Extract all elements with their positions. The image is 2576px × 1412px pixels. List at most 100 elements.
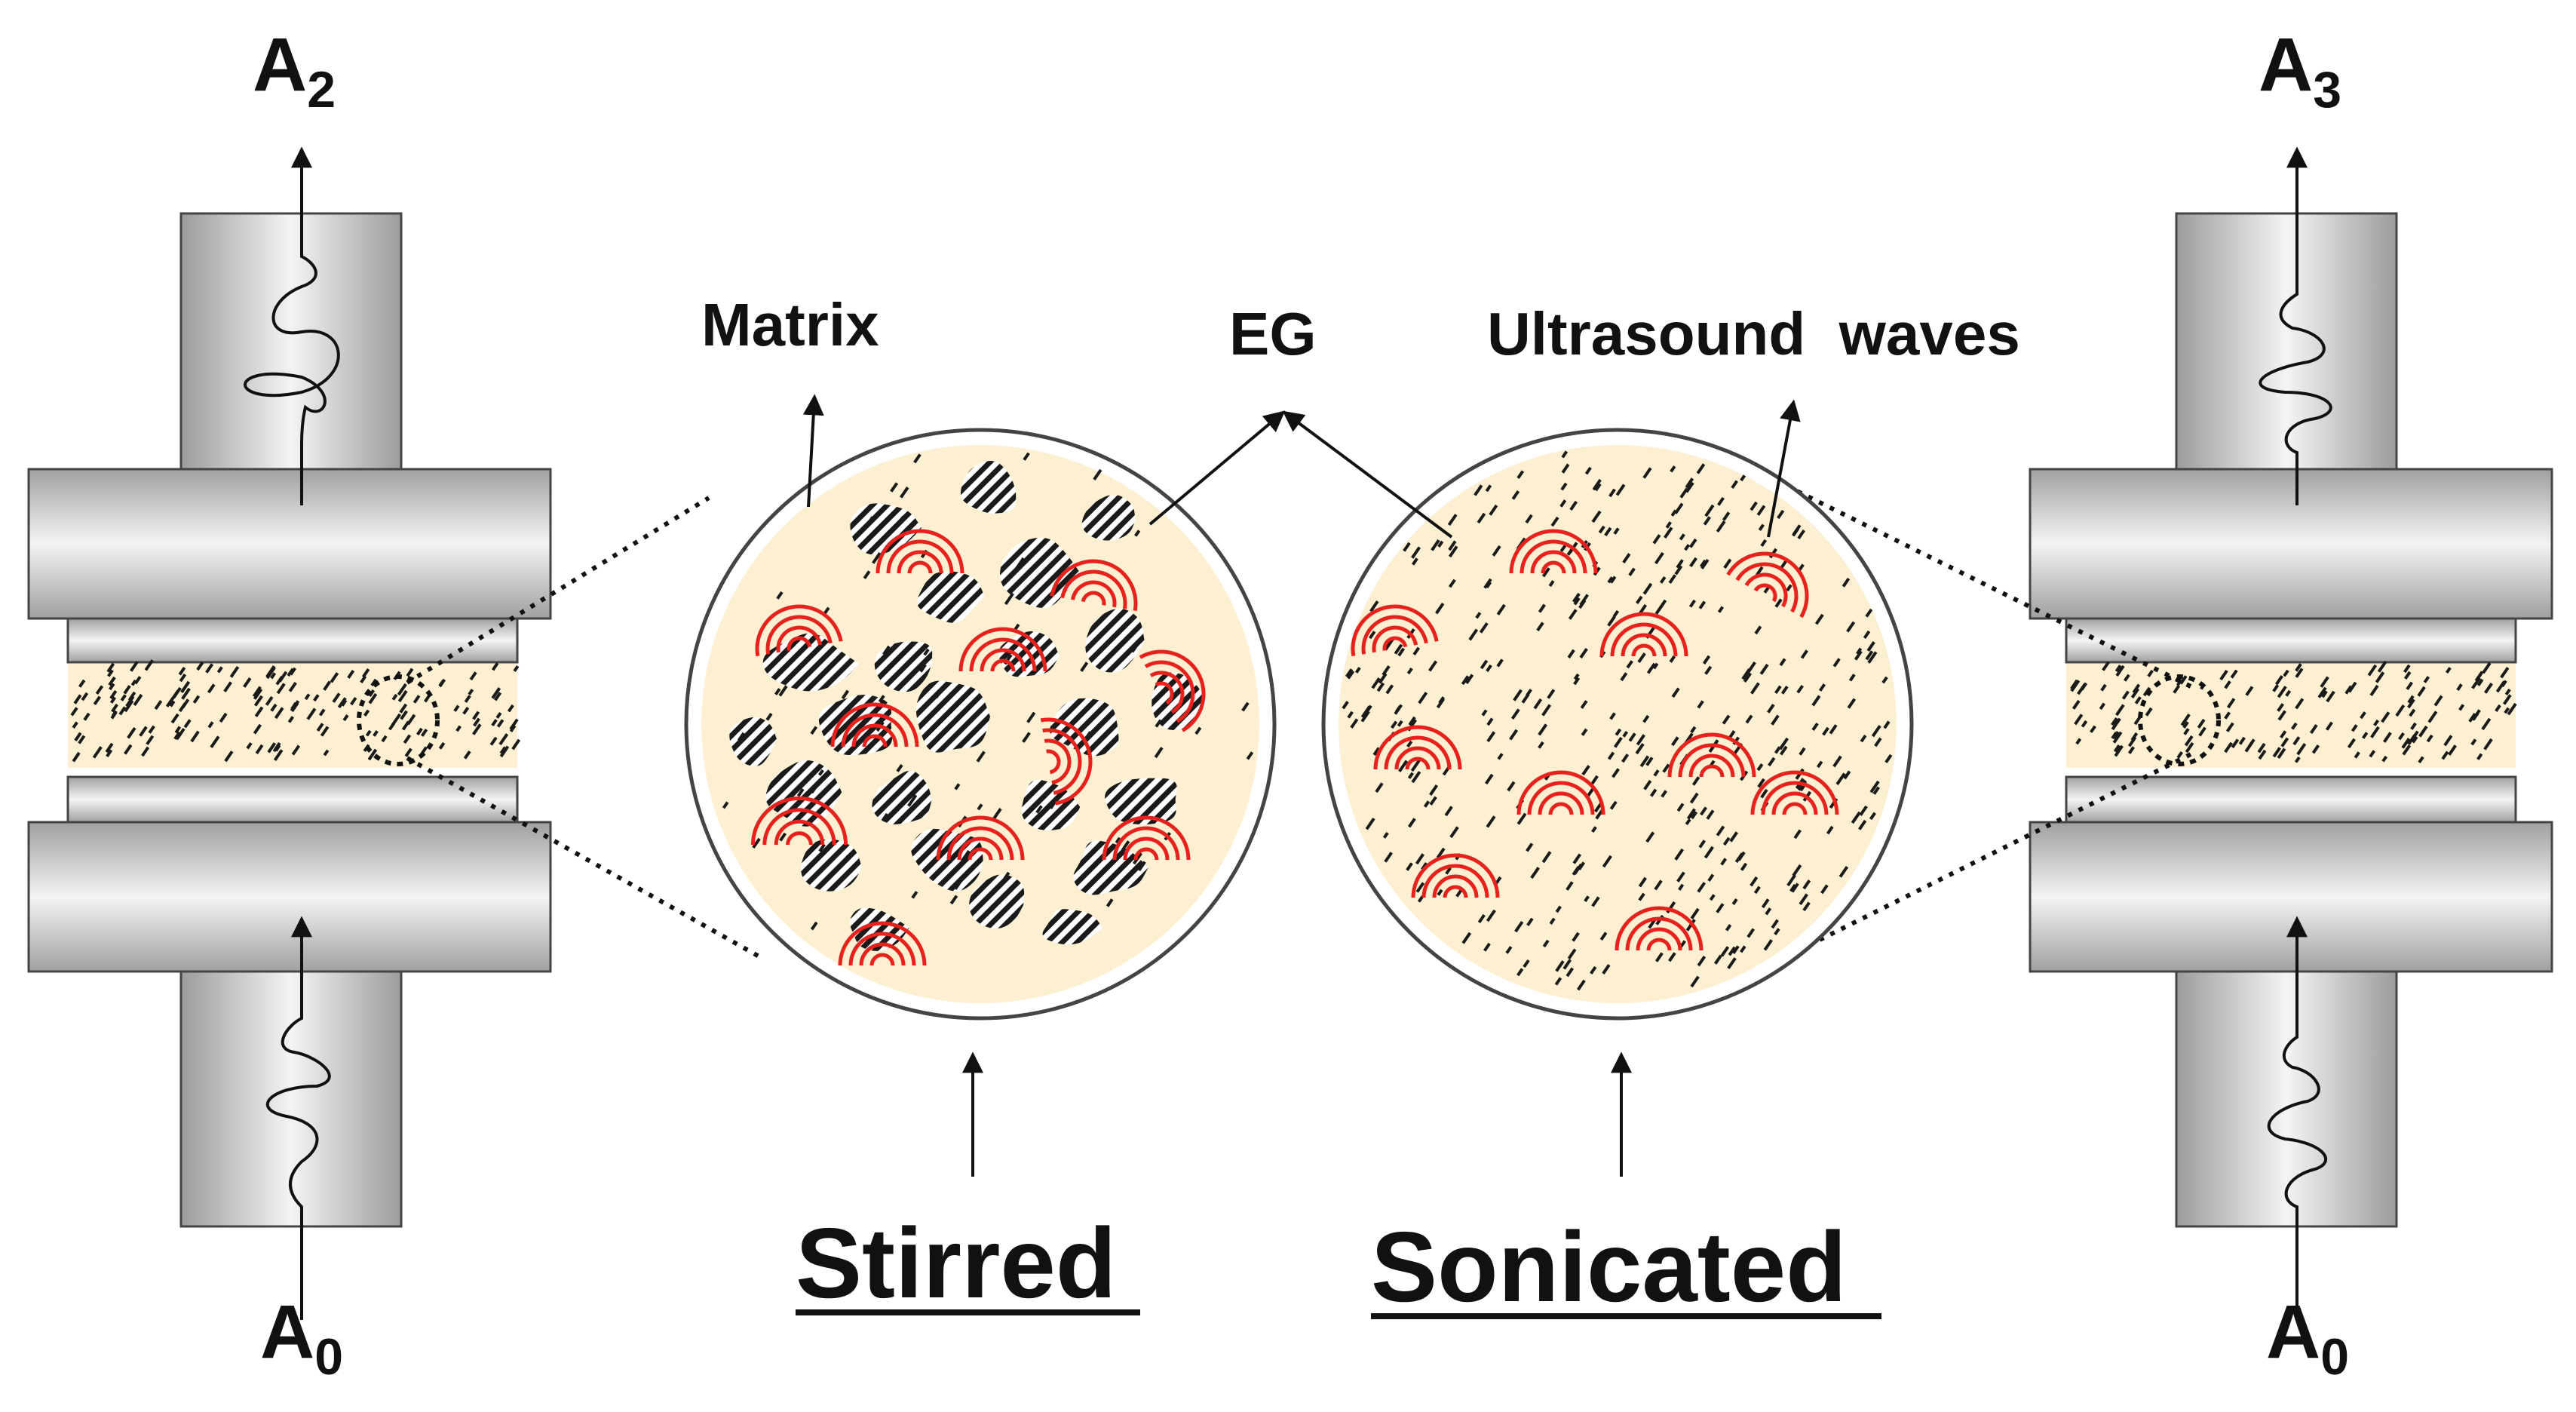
eg-flake xyxy=(1771,919,1779,929)
eg-flake xyxy=(1598,525,1605,534)
eg-flake xyxy=(1865,608,1873,618)
right-bottom-transducer xyxy=(2175,970,2398,1228)
eg-flake xyxy=(1714,954,1722,965)
eg-flake xyxy=(2482,661,2492,674)
label-a0-right: A0 xyxy=(2266,1290,2349,1386)
eg-flake xyxy=(1369,600,1379,612)
eg-flake xyxy=(2124,674,2130,682)
eg-flake xyxy=(1674,848,1685,861)
eg-flake xyxy=(2291,722,2298,730)
eg-flake xyxy=(1756,505,1766,516)
ultrasound-wave xyxy=(1373,725,1462,770)
eg-flake xyxy=(882,645,891,655)
eg-flake xyxy=(1642,582,1653,595)
eg-flake xyxy=(1568,609,1578,620)
eg-flake xyxy=(1578,861,1586,870)
right-zoom-region xyxy=(2138,674,2221,766)
eg-flake xyxy=(120,694,127,701)
eg-flake xyxy=(1802,879,1811,890)
eg-agglomerate xyxy=(874,641,933,692)
ultrasound-wave xyxy=(1102,815,1191,861)
wave-arc xyxy=(1040,717,1093,806)
eg-flake xyxy=(1360,705,1371,718)
eg-flake xyxy=(2219,669,2228,681)
eg-flake xyxy=(1607,615,1616,627)
wave-arc xyxy=(862,734,888,747)
eg-flake xyxy=(73,694,82,704)
eg-flake xyxy=(1668,952,1676,962)
eg-flake xyxy=(954,879,962,890)
eg-flake xyxy=(267,742,277,754)
eg-flake xyxy=(253,695,263,707)
eg-flake xyxy=(1591,510,1602,523)
eg-flake xyxy=(2072,699,2081,710)
eg-flake xyxy=(1435,602,1445,615)
eg-flake xyxy=(316,723,324,732)
eg-flake xyxy=(496,719,504,728)
eg-flake xyxy=(2115,704,2125,717)
eg-flake xyxy=(2077,683,2087,695)
eg-flake xyxy=(1516,968,1524,977)
eg-flake xyxy=(1615,483,1626,496)
eg-flake xyxy=(1437,889,1443,896)
eg-flake xyxy=(2495,704,2501,712)
eg-flake xyxy=(1768,757,1776,767)
eg-flake xyxy=(890,482,899,493)
eg-flake xyxy=(776,591,784,600)
eg-flake xyxy=(907,794,918,807)
eg-flake xyxy=(1607,751,1615,760)
eg-flake xyxy=(1581,765,1590,776)
eg-flake xyxy=(1613,736,1623,748)
eg-flake xyxy=(1566,881,1574,891)
eg-flake xyxy=(1649,788,1658,797)
eg-flake xyxy=(923,648,930,656)
eg-flake xyxy=(2373,719,2380,726)
eg-flake xyxy=(1696,463,1706,474)
eg-flake xyxy=(498,733,509,746)
label-ultrasound-waves: Ultrasound waves xyxy=(1487,300,2020,367)
eg-flake xyxy=(165,696,175,708)
eg-flake xyxy=(276,683,286,695)
eg-flake xyxy=(2370,726,2380,738)
eg-flake xyxy=(1483,578,1492,589)
wave-arc xyxy=(886,539,954,574)
eg-flake xyxy=(1382,831,1389,839)
eg-flake xyxy=(1382,665,1391,676)
eg-flake xyxy=(337,697,347,708)
eg-flake xyxy=(1436,847,1446,859)
eg-flake xyxy=(1689,557,1697,567)
eg-flake xyxy=(1722,714,1731,725)
eg-flake xyxy=(1509,729,1519,741)
eg-flake xyxy=(469,671,477,681)
eg-flake xyxy=(1622,553,1631,563)
eg-flake xyxy=(1723,558,1732,569)
eg-flake xyxy=(796,787,805,797)
eg-flake xyxy=(1468,628,1479,641)
eg-flake xyxy=(1858,819,1867,830)
eg-flake xyxy=(949,895,958,905)
eg-flake xyxy=(1756,763,1764,772)
eg-flake xyxy=(1612,609,1620,618)
eg-flake xyxy=(2111,717,2118,726)
eg-flake xyxy=(1620,672,1628,682)
eg-flake xyxy=(2470,738,2477,746)
eg-flake xyxy=(381,735,388,743)
eg-flake xyxy=(2476,753,2483,760)
wave-arc xyxy=(1631,643,1657,657)
eg-flake xyxy=(246,741,253,750)
eg-flake xyxy=(1554,977,1562,986)
eg-flake xyxy=(1538,603,1546,613)
eg-flake xyxy=(1884,754,1893,763)
eg-flake xyxy=(1642,714,1650,723)
wave-arc xyxy=(1520,539,1587,574)
ultrasound-wave xyxy=(750,796,848,846)
eg-agglomerate xyxy=(1042,909,1103,945)
eg-flake xyxy=(2412,735,2418,744)
wave-arc xyxy=(1046,749,1061,775)
eg-flake xyxy=(133,676,142,685)
eg-flake xyxy=(1637,652,1646,664)
wave-arc xyxy=(1050,559,1138,612)
eg-flake xyxy=(274,744,281,752)
wave-arc xyxy=(1541,560,1566,574)
